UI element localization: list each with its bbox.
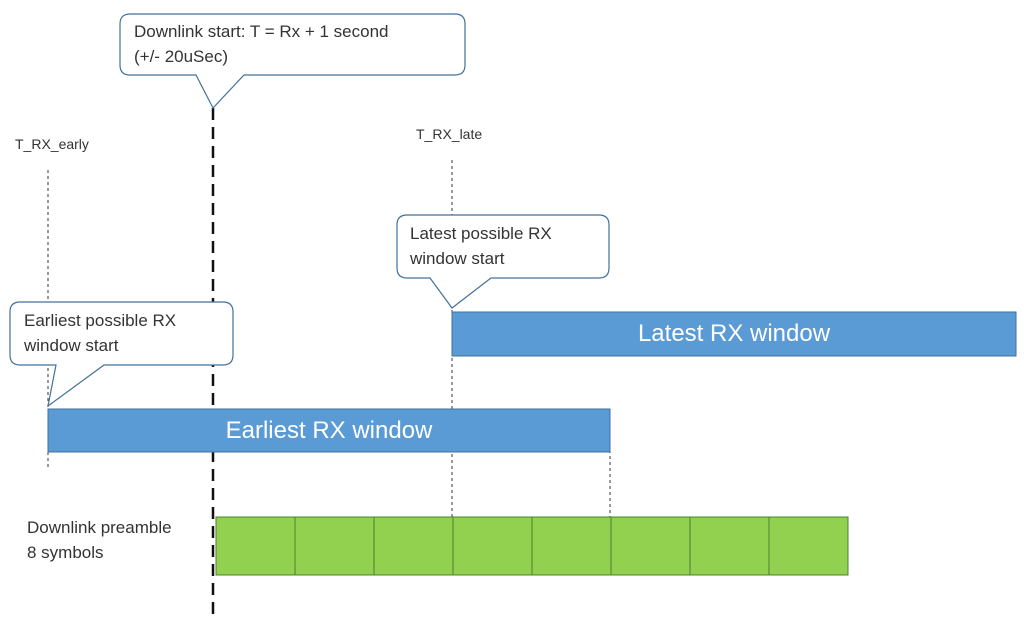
earliest-rx-window-label: Earliest RX window xyxy=(225,417,433,444)
latest-rx-window-label: Latest RX window xyxy=(637,320,831,347)
downlink-preamble xyxy=(215,516,849,576)
preamble-symbol xyxy=(373,516,454,576)
latest-rx-window-bar xyxy=(451,311,1017,357)
downlink-start-line1: Downlink start: T = Rx + 1 second xyxy=(134,22,389,41)
earliest-start-callout xyxy=(9,301,234,408)
preamble-symbol xyxy=(768,516,849,576)
latest-start-callout-text: Latest possible RX window start xyxy=(410,221,552,271)
t-rx-early-label: T_RX_early xyxy=(15,136,89,152)
latest-start-line2: window start xyxy=(410,249,505,268)
latest-start-callout xyxy=(396,214,610,309)
downlink-start-callout-text: Downlink start: T = Rx + 1 second (+/- 2… xyxy=(134,19,389,69)
preamble-symbol xyxy=(215,516,296,576)
downlink-start-line2: (+/- 20uSec) xyxy=(134,47,229,66)
earliest-start-line1: Earliest possible RX xyxy=(24,311,177,330)
earliest-start-line2: window start xyxy=(24,336,119,355)
t-rx-late-label: T_RX_late xyxy=(416,126,483,142)
preamble-symbol xyxy=(689,516,770,576)
preamble-symbol xyxy=(452,516,533,576)
preamble-symbol xyxy=(294,516,375,576)
earliest-start-callout-text: Earliest possible RX window start xyxy=(24,308,176,358)
downlink-preamble-label: Downlink preamble 8 symbols xyxy=(27,515,172,565)
downlink-preamble-line1: Downlink preamble xyxy=(27,518,172,537)
latest-start-line1: Latest possible RX xyxy=(410,224,552,243)
downlink-start-callout xyxy=(119,13,466,110)
downlink-preamble-line2: 8 symbols xyxy=(27,543,104,562)
earliest-rx-window-bar xyxy=(47,408,611,453)
preamble-symbol xyxy=(531,516,612,576)
preamble-symbol xyxy=(610,516,691,576)
